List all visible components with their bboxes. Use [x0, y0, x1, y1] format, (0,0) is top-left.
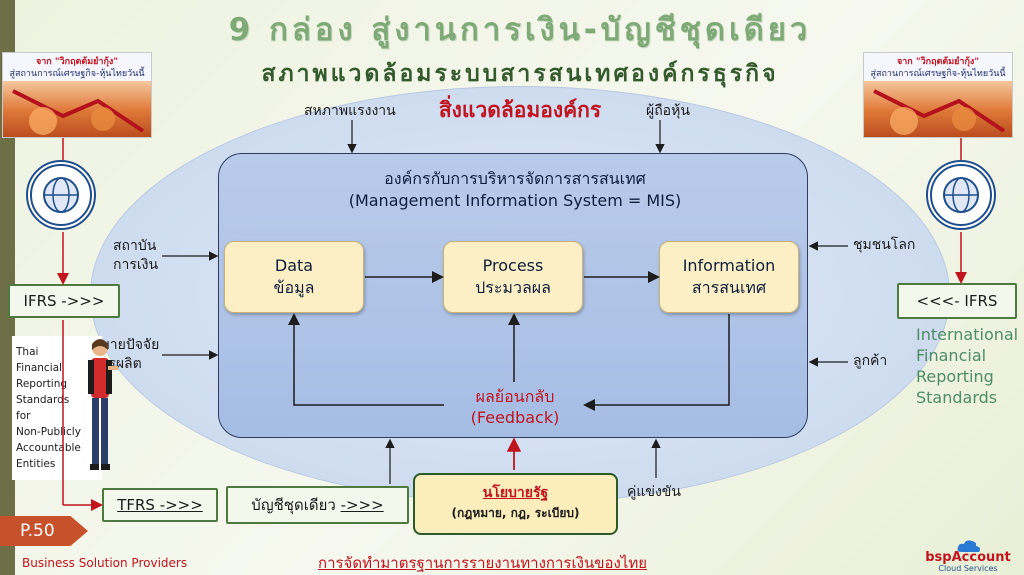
single-ledger-box: บัญชีชุดเดียว ->>>	[226, 486, 409, 524]
label-customers: ลูกค้า	[853, 353, 888, 369]
footer-company: Business Solution Providers	[22, 556, 188, 570]
imf-seal-icon	[26, 160, 96, 230]
footer-caption: การจัดทำมาตรฐานการรายงานทางการเงินของไทย	[318, 554, 648, 572]
food-image	[864, 81, 1012, 137]
ifrs-right-box: <<<- IFRS	[897, 283, 1017, 319]
left-accent-bar	[0, 0, 15, 575]
label-labor-union: สหภาพแรงงาน	[304, 103, 396, 119]
process-node: Process ประมวลผล	[443, 241, 583, 313]
ifrs-left-box: IFRS ->>>	[8, 284, 120, 318]
feedback-label: ผลย้อนกลับ (Feedback)	[470, 387, 560, 427]
food-image	[3, 81, 151, 137]
imf-seal-icon	[926, 160, 996, 230]
page-title: 9 กล่อง สู่งานการเงิน-บัญชีชุดเดียว	[228, 12, 812, 48]
ifrs-description: International Financial Reporting Standa…	[916, 325, 1019, 407]
label-competitors: คู่แข่งขัน	[627, 484, 681, 500]
information-node: Information สารสนเทศ	[659, 241, 799, 313]
label-shareholders: ผู้ถือหุ้น	[646, 103, 690, 119]
cloud-logo-icon	[956, 538, 982, 552]
government-policy-box: นโยบายรัฐ (กฎหมาย, กฎ, ระเบียบ)	[413, 473, 618, 535]
left-book-cover: จาก "วิกฤตต้มยำกุ้ง" สู่สถานการณ์เศรษฐกิ…	[2, 52, 152, 138]
label-financial-institutions: สถาบัน การเงิน	[113, 238, 159, 273]
brand-logo: bspAccount	[925, 550, 1011, 565]
tfrs-description: Thai Financial Reporting Standards for N…	[12, 336, 102, 480]
brand-subtitle: Cloud Services	[938, 564, 998, 573]
data-node: Data ข้อมูล	[224, 241, 364, 313]
mis-title: องค์กรกับการบริหารจัดการสารสนเทศ (Manage…	[348, 169, 682, 210]
presenter-figure	[78, 336, 118, 480]
page-number-tag: P.50	[0, 516, 88, 546]
label-global-community: ชุมชนโลก	[853, 237, 916, 253]
right-book-cover: จาก "วิกฤตต้มยำกุ้ง" สู่สถานการณ์เศรษฐกิ…	[863, 52, 1013, 138]
page-subtitle: สภาพแวดล้อมระบบสารสนเทศองค์กรธุรกิจ	[261, 61, 779, 87]
environment-title: สิ่งแวดล้อมองค์กร	[438, 98, 602, 122]
tfrs-box: TFRS ->>>	[102, 488, 218, 522]
